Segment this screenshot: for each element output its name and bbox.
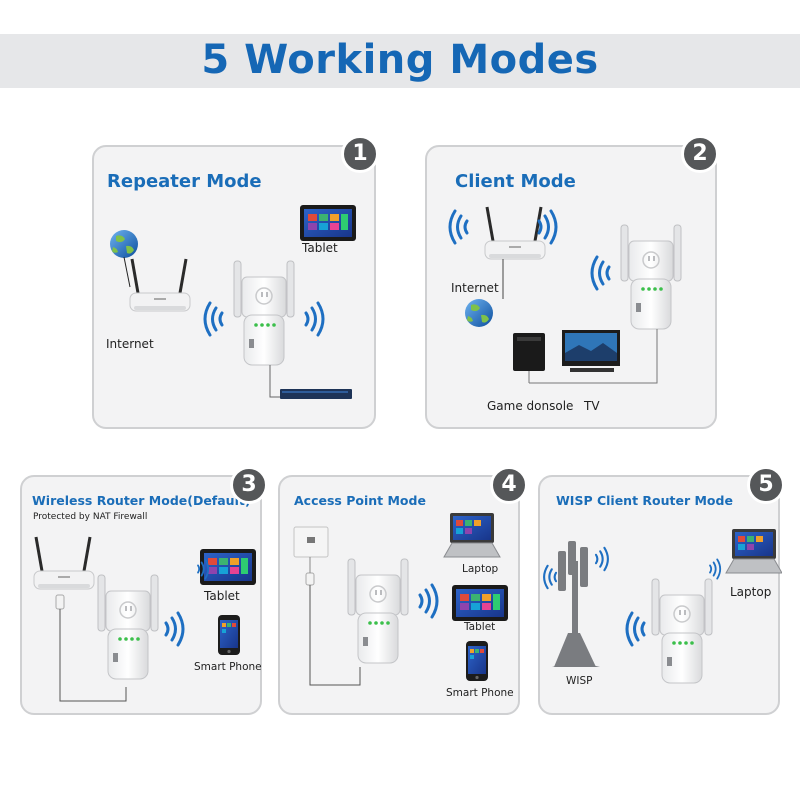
wisp-label: WISP: [566, 675, 593, 687]
mode-number-badge: 5: [747, 466, 785, 504]
tablet-icon: [300, 205, 356, 241]
wifi-signal-icon: [537, 209, 558, 245]
access-point-mode-illustration: [293, 512, 508, 686]
smart-phone-label: Smart Phone: [194, 661, 262, 673]
router-icon: [32, 535, 96, 591]
tablet-label: Tablet: [204, 589, 240, 603]
smart-phone-icon: [218, 615, 240, 655]
game-console-icon: [513, 333, 545, 371]
wisp-mode-illustration: [543, 528, 782, 684]
tablet-label: Tablet: [302, 241, 338, 255]
tablet-icon: [452, 585, 508, 621]
extender-device-icon: [620, 224, 682, 330]
tv-label: TV: [584, 399, 600, 413]
laptop-icon: [725, 528, 782, 574]
wifi-signal-icon: [543, 564, 558, 590]
mode-card-wireless-router: Wireless Router Mode(Default) Protected …: [20, 475, 262, 715]
tablet-label: Tablet: [464, 621, 496, 633]
wifi-signal-icon: [304, 301, 325, 337]
smart-phone-label: Smart Phone: [446, 687, 514, 699]
wifi-signal-icon: [418, 583, 439, 619]
mode-title: Repeater Mode: [107, 171, 262, 192]
mode-number-badge: 4: [490, 466, 528, 504]
client-mode-illustration: [448, 205, 682, 384]
mode-number-badge: 3: [230, 466, 268, 504]
mode-number-badge: 1: [341, 135, 379, 173]
mode-card-access-point: Access Point Mode Laptop Tablet Smart Ph…: [278, 475, 520, 715]
mode-card-client: Client Mode Internet Game donsole TV: [425, 145, 717, 429]
wifi-signal-icon: [709, 558, 722, 580]
internet-label: Internet: [451, 281, 499, 295]
mode-title: Wireless Router Mode(Default): [32, 493, 251, 508]
internet-label: Internet: [106, 337, 154, 351]
mode-number-badge: 2: [681, 135, 719, 173]
game-console-label: Game donsole: [487, 399, 574, 413]
page-title: 5 Working Modes: [201, 37, 599, 83]
extender-device-icon: [651, 578, 713, 684]
wireless-router-mode-illustration: [32, 535, 256, 702]
repeater-mode-illustration: [110, 205, 356, 399]
wifi-signal-icon: [164, 611, 185, 647]
wifi-signal-icon: [590, 255, 611, 291]
laptop-label: Laptop: [730, 585, 772, 599]
title-banner: 5 Working Modes: [0, 34, 800, 88]
mode-title: Client Mode: [455, 171, 576, 192]
router-icon: [483, 205, 547, 261]
mode-card-wisp-client-router: WISP Client Router Mode Laptop WISP: [538, 475, 782, 715]
laptop-label: Laptop: [462, 563, 499, 575]
router-icon: [128, 257, 192, 313]
wisp-tower-icon: [552, 541, 600, 667]
mode-card-repeater: Repeater Mode Tablet Internet: [92, 145, 376, 429]
extender-device-icon: [97, 574, 159, 680]
smart-phone-icon: [466, 641, 488, 681]
wifi-signal-icon: [625, 611, 646, 647]
wifi-signal-icon: [594, 546, 609, 572]
mode-subtitle: Protected by NAT Firewall: [33, 512, 148, 522]
wifi-signal-icon: [203, 301, 224, 337]
extender-device-icon: [233, 260, 295, 366]
internet-globe-icon: [110, 230, 138, 258]
extender-device-icon: [347, 558, 409, 664]
wifi-signal-icon: [448, 209, 469, 245]
laptop-icon: [443, 512, 501, 558]
internet-globe-icon: [465, 299, 493, 327]
mode-title: Access Point Mode: [294, 493, 426, 508]
mode-title: WISP Client Router Mode: [556, 493, 733, 508]
